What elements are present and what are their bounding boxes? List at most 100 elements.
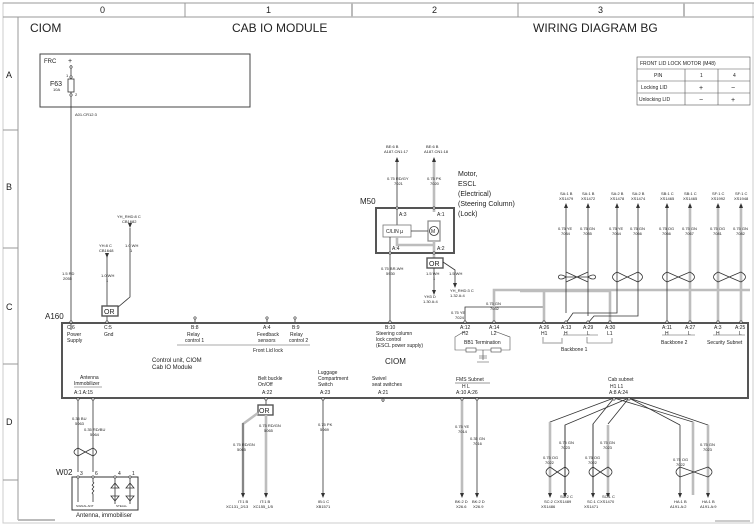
wire-label: 0.75 GN (559, 440, 574, 445)
wire-dest: SB:1 C (684, 191, 697, 196)
wire-dest: SC:2 C (544, 499, 557, 504)
wire-label: 7066 (662, 231, 672, 236)
title-wiring-diagram: WIRING DIAGRAM BG (533, 21, 658, 35)
twisted-pair-icon (588, 466, 613, 478)
pin-desc: On/Off (258, 382, 273, 388)
wire-label: 5069 (320, 427, 330, 432)
row-label-d: D (6, 417, 13, 427)
group-bb1-termination: BB1 Termination (464, 340, 501, 346)
pin-a26: A:26 (539, 325, 550, 331)
pin-b9: B:9 (292, 325, 300, 331)
wire-label: 7064 (612, 231, 622, 236)
ground-icon (477, 350, 489, 363)
connector-pins (69, 65, 743, 479)
wire-dest: X26.9 (473, 504, 484, 509)
table-cell: Locking LID (641, 85, 668, 91)
wire-label: 1.5 WH (426, 271, 439, 276)
wire-label: 0.75 GN (682, 226, 697, 231)
wire-dest: X26.6 (456, 504, 467, 509)
pin-a11: A:11 (662, 325, 672, 331)
group-security-subnet: Security Subnet (707, 340, 743, 346)
wire-label: 0.75 YE (451, 310, 465, 315)
pin-desc: Supply (67, 338, 83, 344)
antenna-name: Antenna, immobiliser (76, 513, 132, 519)
motor-symbol: M (431, 229, 435, 235)
pin-desc: H (665, 331, 669, 337)
pin-c6: C:6 (67, 325, 75, 331)
wire-label: 0.75 BR-WH (381, 266, 404, 271)
wire-label: 7022 (588, 460, 598, 465)
fuse-box-frc: FRC + F63 10A 1 2 A01.CR12:3 (39, 53, 251, 330)
pin-a10-a26: A:10 A:26 (456, 390, 478, 396)
motor-name: (Steering Column) (458, 201, 515, 208)
wire-label: 7021 (394, 181, 404, 186)
pin-desc: Compartment (318, 376, 349, 382)
wire-dest: SB:1 C (661, 191, 674, 196)
motor-name: (Lock) (458, 211, 477, 218)
wire-label: 5063 (75, 421, 85, 426)
fuse-id: F63 (50, 81, 62, 88)
wire-dest: IT:1 B (238, 499, 249, 504)
wire-label: 0.75 GN (580, 226, 595, 231)
frc-label: FRC (44, 59, 57, 65)
pin-desc: Swivel (372, 376, 386, 382)
pin-desc: L (688, 331, 691, 337)
wire-dest: A187.CN1:17 (384, 149, 409, 154)
wire-label: 0.75 PK (318, 422, 333, 427)
module-ciom: A160 Control unit, CIOM Cab IO Module CI… (45, 312, 749, 399)
wire-label: 0.75 RD/GN (233, 442, 255, 447)
wire-dest: XS1948 (734, 196, 749, 201)
wire-dest: SA:2 B (632, 191, 645, 196)
pin-desc: Steering column (376, 331, 412, 337)
wire-dest: BE:6 B (386, 144, 399, 149)
wire-dest: A191.A:2 (670, 504, 687, 509)
pin-desc: H L (462, 384, 470, 390)
fuse-connector: A01.CR12:3 (75, 112, 98, 117)
pin-a3: A:3 (714, 325, 722, 331)
wire-dest: XS1465 (660, 196, 675, 201)
wire-label: 7022 (676, 462, 686, 467)
wire-dest: A191.A:9 (700, 504, 717, 509)
motor-id: M50 (360, 197, 376, 206)
fuse-icon (67, 78, 75, 93)
pin-a21: A:21 (378, 390, 389, 396)
table-cell: − (699, 97, 703, 104)
pin-label: 1 (132, 471, 135, 477)
or-box (426, 257, 444, 269)
pin-desc: Luggage (318, 370, 338, 376)
column-label-3: 3 (598, 5, 603, 15)
pin-desc: H1 L1 (610, 384, 624, 390)
pin-desc: L2 (491, 331, 497, 337)
column-label-1: 1 (266, 5, 271, 15)
or-label: OR (259, 408, 270, 415)
pin-desc: Immobilizer (74, 381, 100, 387)
wire-label: 2055 (63, 276, 73, 281)
pin-desc: control 2 (289, 338, 308, 344)
wire-dest: XS1992 (711, 196, 726, 201)
pin-desc: H2 (462, 331, 469, 337)
row-label-a: A (6, 70, 12, 80)
pin-a14: A:14 (489, 325, 500, 331)
pin-a23: A:23 (320, 390, 331, 396)
wire-label: 0.75 YE (609, 226, 623, 231)
pin-table-text: FRONT LID LOCK MOTOR (M48) PIN 1 4 Locki… (639, 61, 736, 104)
wire-dest: CB1682 (122, 219, 137, 224)
pin-desc: Relay (290, 332, 303, 338)
twisted-pair-icon (73, 447, 97, 457)
pin-desc: Gnd (104, 332, 114, 338)
wire-dest: XS1471 (584, 504, 599, 509)
wire-dest: SF:1 C (735, 191, 748, 196)
wire-label: 0.75 PK (427, 176, 442, 181)
pin-desc: Relay (187, 332, 200, 338)
table-cell: + (699, 85, 703, 92)
left-wires: 1.5 RD 2055 YH:8 C CB1648 1.0 WH 1 YH_RH… (62, 214, 296, 323)
wire-label: 0.35 BU (72, 416, 87, 421)
fuse-rating: 10A (53, 87, 60, 92)
wire-label: 5064 (90, 432, 100, 437)
wire-dest: HA:1 B (702, 499, 715, 504)
wire-dest: XS1478 (610, 196, 625, 201)
wire-label: 1 (130, 248, 133, 253)
pin-label: 4 (118, 471, 121, 477)
wire-label: 0.75 OG (659, 226, 674, 231)
